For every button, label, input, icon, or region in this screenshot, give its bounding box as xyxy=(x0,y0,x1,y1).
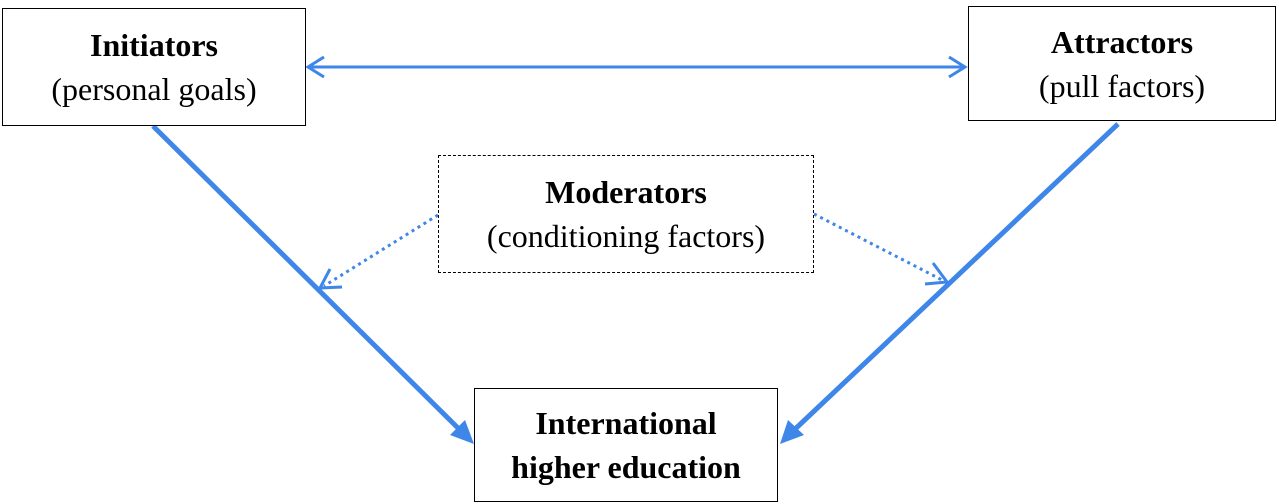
dotted-arrow-moderators-left xyxy=(323,213,439,288)
international-higher-education-box: International higher education xyxy=(474,388,778,502)
arrow-attractors-ihe xyxy=(790,122,1120,434)
attractors-title: Attractors xyxy=(1050,23,1194,60)
initiators-box: Initiators (personal goals) xyxy=(2,8,306,126)
dotted-arrow-head-left xyxy=(317,268,343,290)
arrow-head-attractors-ihe xyxy=(780,420,804,444)
ihe-title-line1: International xyxy=(535,405,717,441)
moderators-subtitle: (conditioning factors) xyxy=(486,218,766,254)
dotted-arrow-head-right xyxy=(924,262,950,286)
arrow-head-initiators-ihe xyxy=(450,420,474,444)
initiators-title: Initiators xyxy=(90,27,218,63)
arrow-head-right xyxy=(948,55,968,79)
initiators-subtitle: (personal goals) xyxy=(51,71,257,107)
ihe-title-line2: higher education xyxy=(511,449,741,485)
attractors-subtitle: (pull factors) xyxy=(1038,67,1206,104)
attractors-box: Attractors (pull factors) xyxy=(968,6,1276,121)
dotted-arrow-moderators-right xyxy=(813,212,945,283)
moderators-box: Moderators (conditioning factors) xyxy=(438,155,814,273)
arrow-initiators-ihe xyxy=(151,124,464,434)
moderators-title: Moderators xyxy=(545,174,707,210)
arrow-head-left xyxy=(305,55,325,79)
